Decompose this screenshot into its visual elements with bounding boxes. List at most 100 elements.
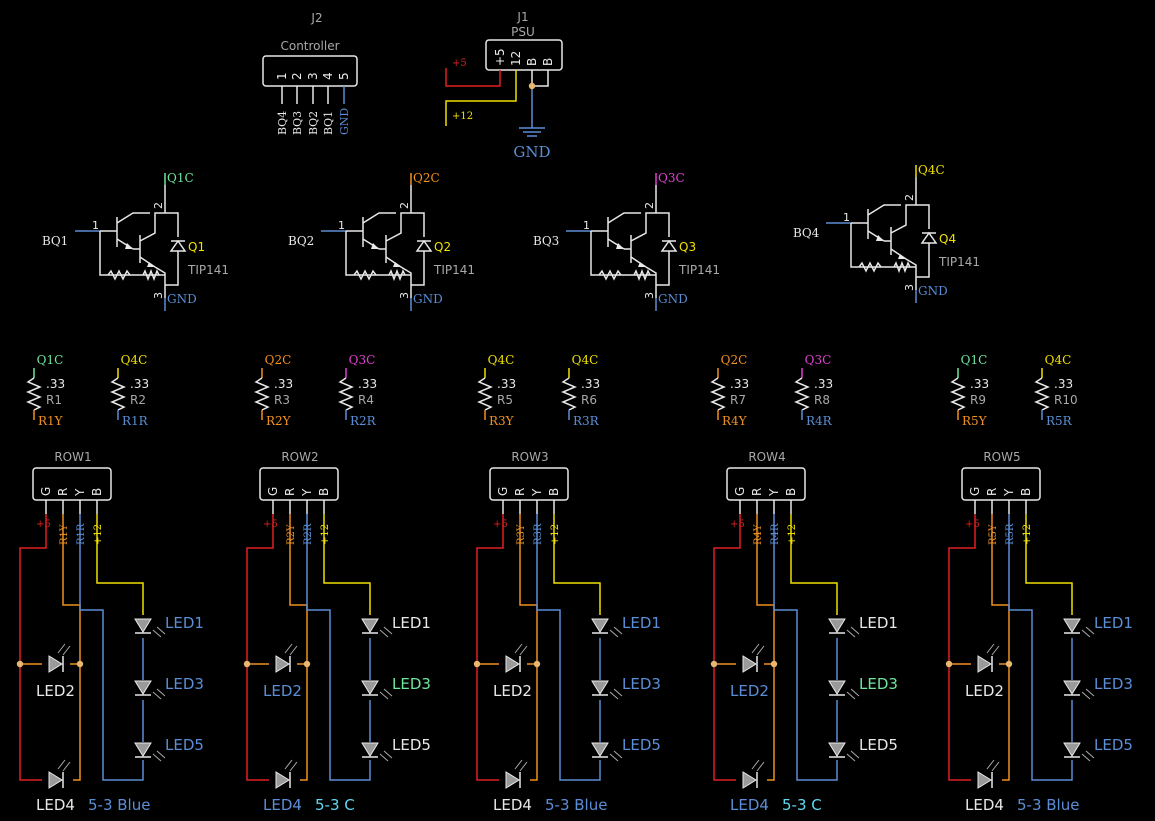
resistor-icon — [561, 377, 577, 411]
led4-icon — [977, 771, 992, 789]
led4-icon — [505, 771, 520, 789]
j2-net-label: GND — [338, 108, 351, 135]
emitter-net-label: GND — [658, 292, 688, 306]
base-net-label: BQ3 — [533, 234, 559, 248]
led4-icon — [48, 771, 63, 789]
junction-dot — [770, 660, 778, 668]
emitter-net-label: GND — [413, 292, 443, 306]
row-pin-letter: Y — [73, 488, 87, 497]
led1-icon-rays — [152, 626, 166, 638]
transistor-ref-label: Q4 — [939, 232, 956, 246]
row-net-label: R5Y — [988, 524, 999, 545]
row-connector-body — [489, 467, 569, 501]
resistor-value-label: .33 — [814, 377, 833, 391]
plus12-wire — [790, 514, 838, 615]
emitter-lead — [905, 258, 917, 277]
bias-resistor-icon — [893, 260, 911, 274]
collector-pin-number: 2 — [903, 194, 916, 201]
emitter-pin-number: 3 — [152, 292, 165, 299]
led2-icon — [977, 655, 992, 673]
yellow-channel-wire — [756, 514, 775, 781]
resistor-icon — [1034, 377, 1050, 411]
j2-net-label: BQ4 — [276, 111, 289, 135]
row-net-label: +5 — [36, 519, 51, 530]
row-net-label: R4Y — [753, 524, 764, 545]
junction-dot — [473, 660, 481, 668]
row-net-label: +5 — [730, 519, 745, 530]
led3-label: LED3 — [165, 675, 204, 693]
j2-pin-number: 5 — [337, 72, 351, 80]
row-note-label: 5-3 C — [315, 796, 355, 814]
row-note-label: 5-3 Blue — [545, 796, 607, 814]
transistor-part-label: TIP141 — [187, 263, 229, 277]
resistor-icon — [794, 377, 810, 411]
led1-icon — [828, 618, 846, 633]
resistor-top-net-label: Q3C — [349, 353, 376, 367]
row-net-label: R5R — [1005, 523, 1016, 545]
led3-icon — [134, 680, 152, 695]
collector-net-label: Q2C — [413, 171, 440, 185]
junction-dot — [303, 660, 311, 668]
led1-icon-rays — [609, 626, 623, 638]
j1-pin-number: +5 — [493, 48, 507, 66]
resistor-bottom-net-label: R3Y — [489, 414, 515, 428]
resistor-icon — [710, 377, 726, 411]
resistor-top-net-label: Q2C — [265, 353, 292, 367]
red-channel-wire — [1008, 514, 1073, 781]
led3-icon-rays — [379, 688, 393, 700]
led2-label: LED2 — [36, 682, 75, 700]
resistor-ref-label: R5 — [497, 393, 513, 407]
row-net-label: +5 — [493, 519, 508, 530]
row-net-label: R1R — [76, 523, 87, 545]
j1-name-label: PSU — [511, 25, 535, 39]
led5-label: LED5 — [392, 736, 431, 754]
row-connector-label: ROW2 — [281, 450, 318, 464]
base-pin-number: 1 — [92, 219, 99, 232]
resistor-icon — [950, 377, 966, 411]
emitter-arrow — [125, 243, 133, 249]
j1-pin-number: 12 — [509, 51, 523, 66]
flyback-diode-lead — [411, 212, 425, 237]
bias-resistor-icon — [388, 268, 406, 282]
bias-resistor-icon — [633, 268, 651, 282]
resistor-bottom-net-label: R3R — [573, 414, 600, 428]
plus12-wire — [323, 514, 371, 615]
row-net-label: +5 — [263, 519, 278, 530]
base-pin-number: 1 — [843, 211, 850, 224]
row-note-label: 5-3 C — [782, 796, 822, 814]
flyback-diode-icon — [415, 239, 433, 252]
led2-icon-rays — [284, 643, 298, 656]
resistor-value-label: .33 — [497, 377, 516, 391]
led3-label: LED3 — [392, 675, 431, 693]
junction-dot — [243, 660, 251, 668]
red-channel-wire — [536, 514, 601, 781]
transistor-ref-label: Q2 — [434, 240, 451, 254]
emitter-pin-number: 3 — [643, 292, 656, 299]
resistor-ref-label: R6 — [581, 393, 597, 407]
transistor-part-label: TIP141 — [678, 263, 720, 277]
bias-resistor-icon — [598, 269, 622, 281]
plus12-wire — [553, 514, 601, 615]
led2-icon — [275, 655, 290, 673]
resistor-ref-label: R7 — [730, 393, 746, 407]
j2-pin-number: 1 — [275, 72, 289, 80]
row-net-label: R2Y — [286, 524, 297, 545]
led3-icon-rays — [609, 688, 623, 700]
row-connector-body — [726, 467, 806, 501]
emitter-arrow — [371, 243, 379, 249]
resistor-bottom-net-label: R5Y — [962, 414, 988, 428]
led5-icon — [828, 742, 846, 757]
resistor-bottom-net-label: R1R — [122, 414, 149, 428]
led1-label: LED1 — [165, 614, 204, 632]
row-pin-letter: G — [496, 487, 510, 496]
led2-label: LED2 — [263, 682, 302, 700]
emitter-lead — [400, 266, 412, 285]
junction-dot — [945, 660, 953, 668]
row-pin-letter: R — [750, 488, 764, 496]
j1-plus12-label: +12 — [452, 111, 473, 122]
flyback-diode-icon — [660, 239, 678, 252]
row-note-label: 5-3 Blue — [1017, 796, 1079, 814]
led2-icon — [742, 655, 757, 673]
row-pin-letter: G — [733, 487, 747, 496]
